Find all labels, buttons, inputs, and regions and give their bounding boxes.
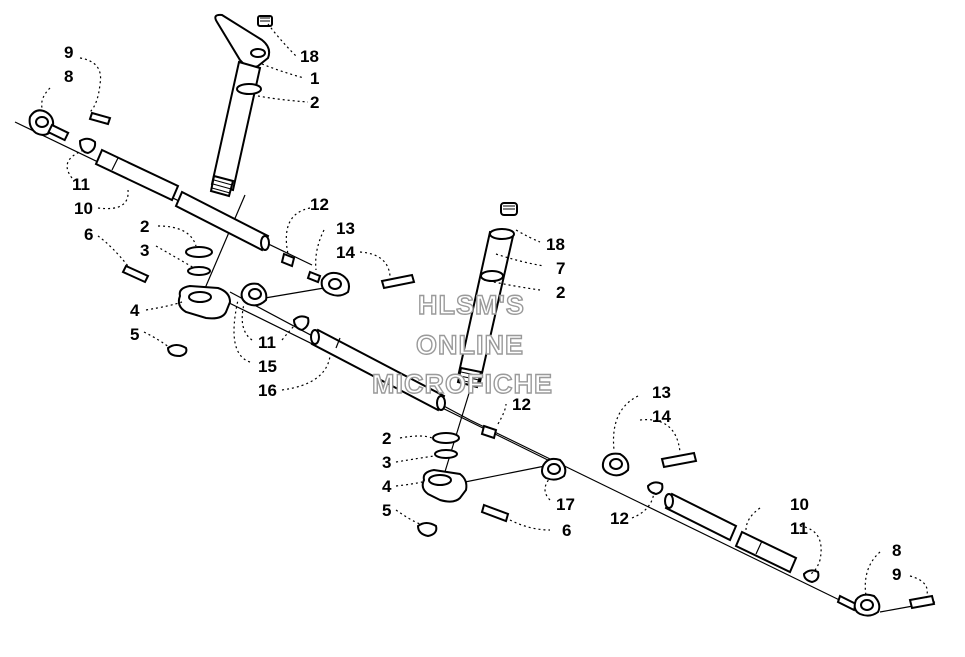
callout-14-upper: 14 <box>336 243 355 262</box>
callout-14-right: 14 <box>652 407 671 426</box>
upper-clamp-assembly <box>121 246 232 358</box>
callout-5-left: 5 <box>130 325 139 344</box>
callout-16: 16 <box>258 381 277 400</box>
callout-2-mid: 2 <box>556 283 565 302</box>
callout-2-left: 2 <box>140 217 149 236</box>
callout-2-lower: 2 <box>382 429 391 448</box>
callout-17: 17 <box>556 495 575 514</box>
callout-11-left: 11 <box>72 175 90 194</box>
callout-11-mid: 11 <box>258 333 276 352</box>
callout-4-left: 4 <box>130 301 140 320</box>
callout-3-left: 3 <box>140 241 149 260</box>
callout-18-top: 18 <box>300 47 319 66</box>
left-tie-rod-assembly <box>28 109 270 252</box>
callout-12-mid: 12 <box>512 395 531 414</box>
leader-lines <box>41 23 928 599</box>
lower-clamp-assembly <box>416 424 567 538</box>
callout-1: 1 <box>310 69 319 88</box>
callout-10-left: 10 <box>74 199 93 218</box>
steering-post-lower <box>456 202 518 389</box>
callout-13-right: 13 <box>652 383 671 402</box>
callout-8-right: 8 <box>892 541 901 560</box>
callout-6-lower: 6 <box>562 521 571 540</box>
watermark-line-2: ONLINE <box>416 330 524 360</box>
center-tie-rod <box>310 328 446 412</box>
callout-5-lower: 5 <box>382 501 391 520</box>
callout-18-mid: 18 <box>546 235 565 254</box>
callout-12-upper: 12 <box>310 195 329 214</box>
callout-11-right: 11 <box>790 519 808 538</box>
callout-6-left: 6 <box>84 225 93 244</box>
callout-13-upper: 13 <box>336 219 355 238</box>
upper-rod-end-assembly <box>240 252 416 332</box>
steering-post-upper <box>209 13 273 198</box>
callout-8-top-left: 8 <box>64 67 73 86</box>
watermark-line-1: HLSM'S <box>418 290 525 320</box>
callout-15: 15 <box>258 357 277 376</box>
watermark-line-3: MICROFICHE <box>372 369 553 399</box>
callout-2-top: 2 <box>310 93 319 112</box>
callout-7: 7 <box>556 259 565 278</box>
callout-9-right: 9 <box>892 565 901 584</box>
callout-12-right: 12 <box>610 509 629 528</box>
callout-labels: 9 8 18 1 2 11 10 12 13 14 2 3 6 4 5 11 1… <box>64 43 901 584</box>
watermark: HLSM'S ONLINE MICROFICHE <box>371 289 553 399</box>
callout-4-lower: 4 <box>382 477 392 496</box>
right-tie-rod-assembly <box>601 451 936 617</box>
callout-9-top-left: 9 <box>64 43 73 62</box>
callout-10-right: 10 <box>790 495 809 514</box>
callout-3-lower: 3 <box>382 453 391 472</box>
